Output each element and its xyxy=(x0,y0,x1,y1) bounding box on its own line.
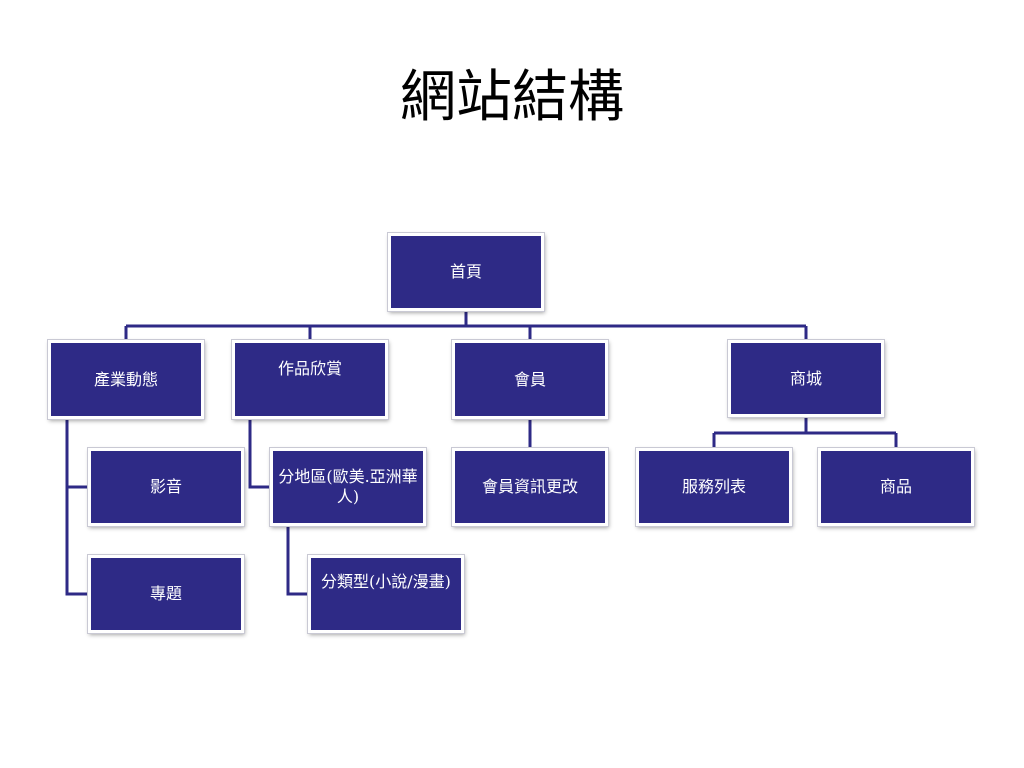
node-by-region-label: 分地區(歐美.亞洲華人) xyxy=(278,467,418,506)
page-title: 網站結構 xyxy=(400,65,624,130)
node-services-label: 服務列表 xyxy=(681,477,746,496)
node-feature: 專題 xyxy=(88,555,244,633)
node-home: 首頁 xyxy=(388,233,544,311)
node-industry-news: 產業動態 xyxy=(48,340,204,419)
node-by-type: 分類型(小說/漫畫) xyxy=(308,555,464,633)
node-member-edit: 會員資訊更改 xyxy=(452,448,608,526)
node-member-edit-label: 會員資訊更改 xyxy=(481,477,578,496)
connector-region-type xyxy=(286,523,310,596)
node-video-label: 影音 xyxy=(149,477,182,496)
node-industry-news-label: 產業動態 xyxy=(93,369,158,389)
node-products: 商品 xyxy=(818,448,974,526)
node-works-label: 作品欣賞 xyxy=(277,359,342,378)
node-feature-label: 專題 xyxy=(149,584,182,603)
node-by-type-label: 分類型(小說/漫畫) xyxy=(321,572,451,591)
connector-works-region xyxy=(248,417,273,489)
node-video: 影音 xyxy=(88,448,244,526)
node-by-region: 分地區(歐美.亞洲華人) xyxy=(270,448,426,526)
node-services: 服務列表 xyxy=(636,448,792,526)
node-works: 作品欣賞 xyxy=(232,340,388,419)
node-products-label: 商品 xyxy=(879,477,912,496)
node-member: 會員 xyxy=(452,340,608,419)
connector-industry-children xyxy=(65,417,90,596)
node-home-label: 首頁 xyxy=(449,262,482,281)
node-shop: 商城 xyxy=(728,340,884,417)
node-shop-label: 商城 xyxy=(789,368,822,388)
node-member-label: 會員 xyxy=(513,369,546,389)
